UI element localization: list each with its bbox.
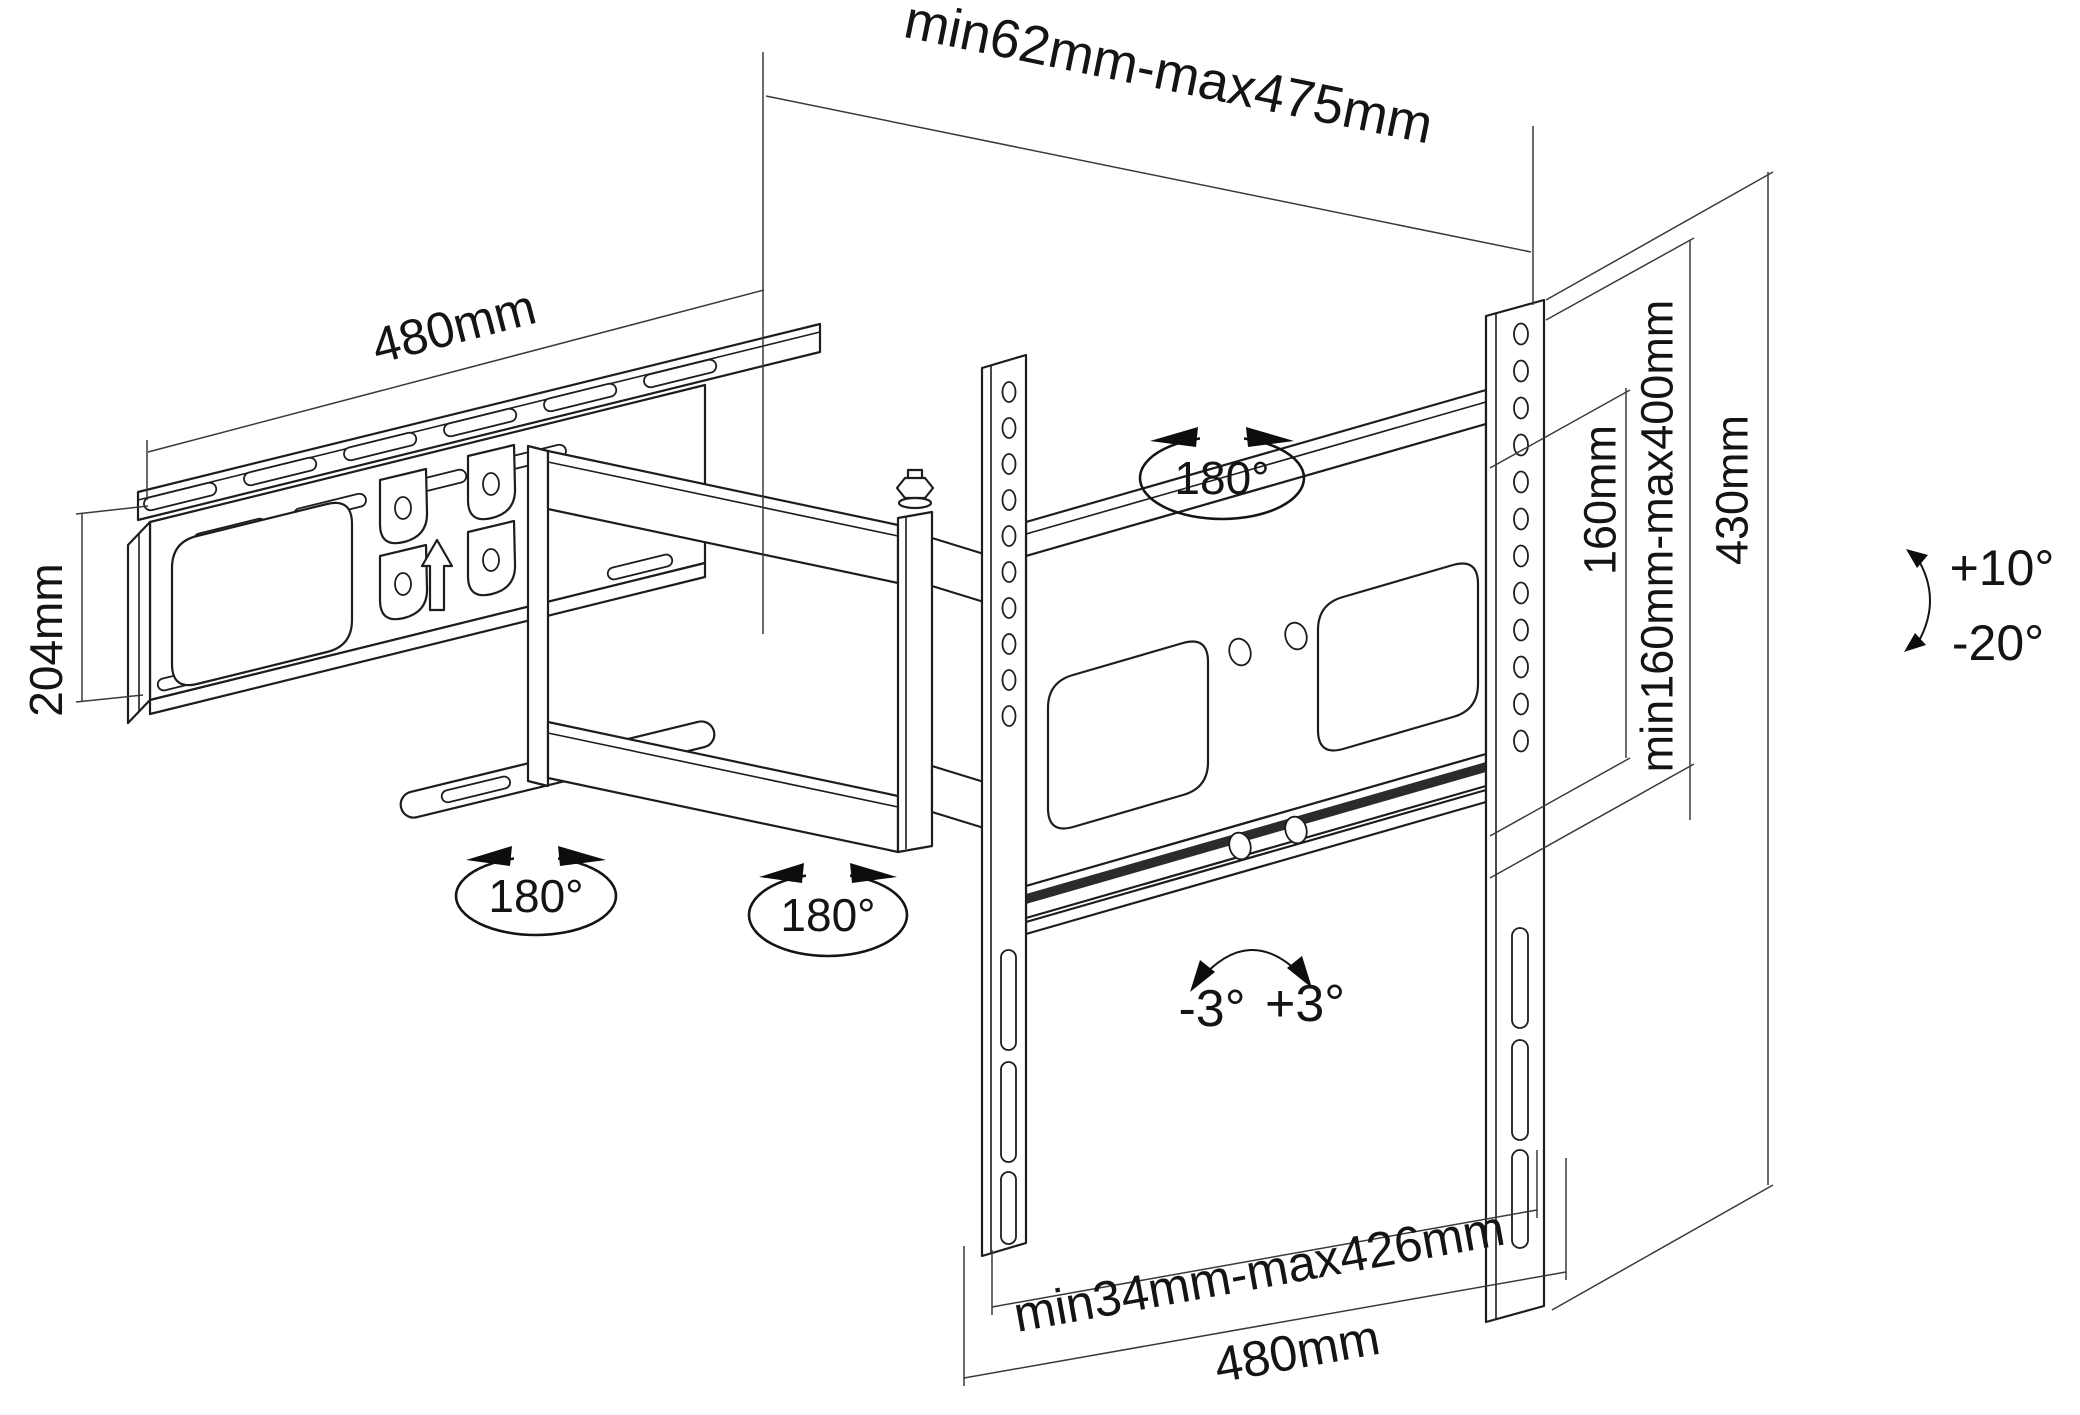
top-span-label: min62mm-max475mm (899, 0, 1437, 155)
articulating-arm (526, 444, 986, 854)
arc-left-arrow-icon (1190, 960, 1215, 992)
crossbar-cutout-right (1316, 562, 1480, 752)
tilt-down-label: -20° (1952, 615, 2044, 671)
plate-height-label: 204mm (20, 563, 72, 716)
wall-plate-cutout (170, 501, 354, 687)
rotate-left-arrow-icon (759, 863, 804, 883)
bottom-span-label: min34mm-max426mm (1009, 1200, 1508, 1343)
arm-wall-hinge (526, 444, 550, 788)
wall-plate-keyhole-tabs (378, 443, 517, 621)
vesa-holes (1228, 621, 1308, 861)
dimension-bottom-span: min34mm-max426mm (991, 1150, 1538, 1343)
swivel-arm-symbol: 180° (747, 863, 909, 958)
bracket-height-label: 430mm (1707, 415, 1758, 565)
up-arrow-icon (420, 538, 454, 612)
plate-width-label: 480mm (366, 279, 541, 375)
arc-right-arrow-icon (1287, 956, 1312, 988)
rotate-right-arrow-icon (850, 863, 897, 883)
dimension-bracket-height: 430mm (1545, 171, 1774, 1311)
swivel-wall-symbol: 180° (454, 846, 618, 937)
swivel-arm-label: 180° (780, 889, 875, 941)
level-left-label: -3° (1178, 980, 1245, 1038)
bracket-width-label: 480mm (1210, 1309, 1384, 1394)
tilt-down-arrow-icon (1904, 633, 1926, 652)
level-right-label: +3° (1265, 975, 1345, 1033)
vesa-bracket (980, 298, 1546, 1324)
vesa-rail-right (1484, 298, 1546, 1324)
hole-spacing-label: 160mm (1575, 425, 1626, 575)
tilt-up-label: +10° (1950, 540, 2055, 596)
tilt-up-arrow-icon (1906, 549, 1928, 568)
wall-plate-top-slots (143, 358, 718, 512)
arm-lower-link (546, 720, 900, 854)
crossbar-cutout-left (1046, 640, 1210, 830)
rotate-left-arrow-icon (1150, 427, 1198, 447)
arm-pivot-post (896, 510, 934, 854)
level-adjust-symbol: -3° +3° (1178, 949, 1345, 1038)
dimension-plate-height: 204mm (20, 505, 149, 717)
dimension-hole-spacing: 160mm (1489, 388, 1631, 837)
swivel-tv-symbol: 180° (1138, 427, 1306, 521)
pivot-bolt (895, 468, 935, 510)
rotate-right-arrow-icon (1246, 427, 1294, 447)
rotate-right-arrow-icon (558, 846, 606, 866)
wall-plate (126, 322, 822, 819)
vesa-range-label: min160mm-max400mm (1632, 300, 1683, 773)
swivel-tv-label: 180° (1174, 452, 1269, 504)
tilt-symbol: +10° -20° (1904, 540, 2054, 671)
vesa-rail-left (980, 353, 1028, 1258)
rotate-left-arrow-icon (466, 846, 512, 866)
swivel-wall-label: 180° (488, 870, 583, 922)
dimension-vesa-range: min160mm-max400mm (1489, 237, 1695, 879)
